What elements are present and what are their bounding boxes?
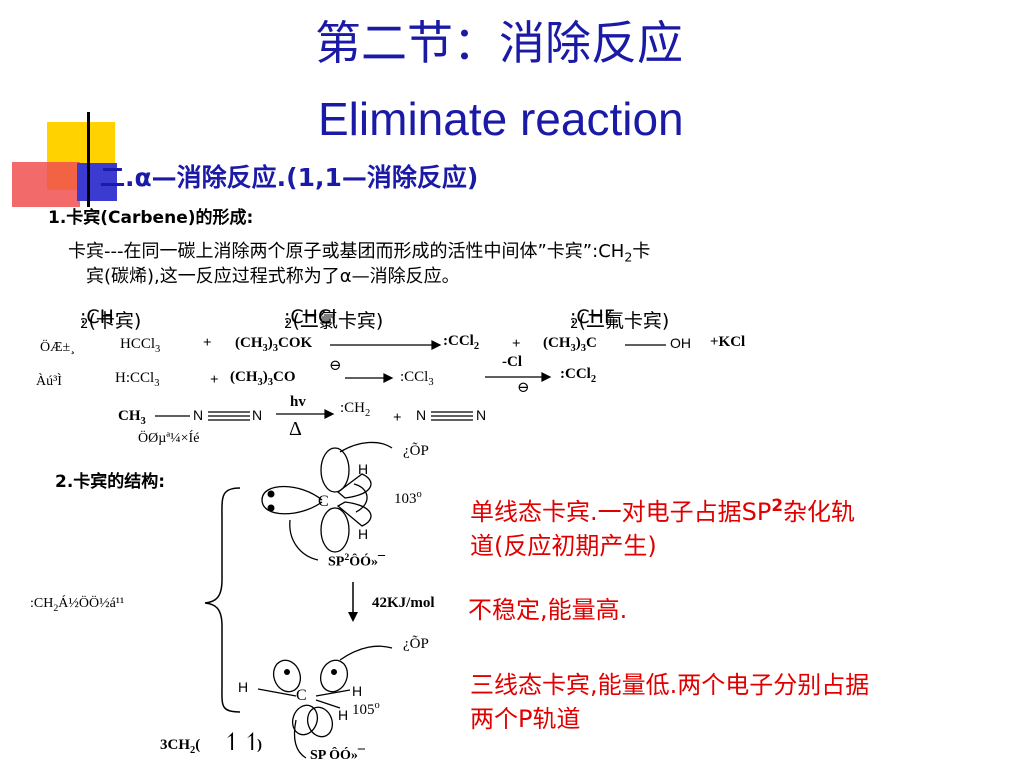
page-title: 第二节：消除反应	[315, 16, 683, 70]
r2-arrow-label: -Cl	[502, 354, 522, 370]
transition-arrowhead	[348, 612, 358, 622]
r1-arrowhead	[431, 340, 442, 350]
triplet-h-right: H	[352, 683, 363, 699]
r1-product: :CCl2	[443, 333, 480, 352]
definition-text-a: 卡宾---在同一碳上消除两个原子或基团而形成的活性中间体”卡宾”:CH	[68, 241, 625, 262]
empty-p-label-mid: ¿ÕP	[403, 636, 429, 652]
r3-n3: N	[416, 407, 427, 423]
r3-arrowhead	[324, 409, 335, 419]
triplet-bond-right	[315, 689, 351, 697]
r1-byproduct: (CH3)3C	[543, 335, 597, 354]
definition-line-1: 卡宾---在同一碳上消除两个原子或基团而形成的活性中间体”卡宾”:CH2卡	[68, 237, 650, 265]
decor-red-block	[12, 162, 80, 207]
side-label: :CH2Á½ÖÖ½á¹¹	[30, 596, 125, 614]
triplet-spin-arrows: ↿↿	[222, 730, 263, 756]
r3-n2: N	[252, 407, 263, 423]
singlet-sp2-lobe	[261, 485, 323, 515]
singlet-empty-p-pointer	[339, 441, 393, 453]
triplet-paren-right: )	[257, 737, 262, 753]
r1-oh: OH	[670, 335, 691, 351]
sp-hybrid-label: SP ÔÓ»¯	[310, 748, 365, 763]
r3-n4: N	[476, 407, 487, 423]
r2-arrowhead-1	[383, 373, 394, 383]
singlet-bond-lobe-2	[336, 501, 372, 527]
definition-text-b: 卡	[632, 241, 651, 262]
singlet-sp2-pointer	[289, 519, 319, 561]
empty-p-label-top: ¿ÕP	[403, 443, 429, 459]
sp2-hybrid-label: SP2ÔÓ»¯	[328, 552, 386, 570]
triplet-h-left: H	[238, 679, 249, 695]
singlet-carbon: C	[318, 493, 329, 510]
triplet-carbene	[257, 645, 393, 759]
r3-arrow-bottom: Δ	[289, 418, 302, 440]
triplet-formula: 3CH2(	[160, 737, 201, 756]
r1-kcl: +KCl	[710, 334, 746, 350]
triplet-p-lobe-2	[319, 659, 349, 693]
triplet-bond-left	[257, 688, 297, 697]
r2-label: Àú³Ì	[36, 374, 62, 389]
r1-label: ÖÆ±¸	[40, 340, 75, 355]
decor-vertical-line	[87, 112, 90, 207]
r2-base: (CH3)3CO	[230, 369, 296, 388]
r3-name: ÖØµª¼×Íé	[138, 431, 200, 446]
structure-brace	[204, 487, 241, 713]
r1-base: (CH3)3COK	[235, 335, 313, 354]
definition-line-2: 宾(碳烯),这一反应过程式称为了α—消除反应。	[86, 266, 460, 287]
section-heading: 二.α—消除反应.(1,1—消除反应)	[100, 163, 479, 192]
triplet-bond-lower	[315, 699, 341, 709]
page-subtitle-english: Eliminate reaction	[318, 93, 684, 145]
r2-plus: +	[210, 372, 219, 388]
item1-heading: 1.卡宾(Carbene)的形成:	[48, 208, 254, 228]
singlet-electron-1	[267, 490, 275, 498]
triplet-p-lobe-4	[306, 706, 334, 738]
definition-sub: 2	[624, 249, 633, 265]
singlet-carbene	[261, 441, 393, 561]
r3-n1: N	[193, 407, 204, 423]
r2-reactant: H:CCl3	[115, 370, 160, 389]
r3-product: :CH2	[340, 400, 371, 419]
triplet-angle: 105o	[352, 700, 380, 718]
triplet-electron-2	[331, 669, 337, 675]
triplet-electron-1	[284, 669, 290, 675]
r1-plus: +	[203, 335, 212, 351]
triplet-carbon: C	[296, 687, 307, 704]
singlet-electron-2	[267, 504, 275, 512]
triplet-p-lobe-1	[272, 659, 302, 693]
r2-minus-sign: ⊖	[329, 358, 342, 374]
triplet-empty-p-pointer	[339, 645, 393, 661]
unstable-note: 不稳定,能量高.	[468, 596, 628, 624]
singlet-p-lobe-bottom	[320, 507, 350, 553]
singlet-angle: 103o	[394, 489, 422, 507]
singlet-h-top: H	[358, 461, 369, 477]
singlet-note: 单线态卡宾.一对电子占据SP2杂化轨 道(反应初期产生)	[470, 495, 856, 560]
r2-intermediate: :CCl3	[400, 369, 434, 388]
triplet-sp-pointer	[293, 719, 307, 759]
r2-arrow-minus: ⊖	[517, 380, 530, 396]
singlet-h-bottom: H	[358, 526, 369, 542]
triplet-note: 三线态卡宾,能量低.两个电子分别占据 两个P轨道	[470, 671, 870, 733]
r3-arrow-top: hv	[290, 394, 306, 410]
triplet-h-lower: H	[338, 707, 349, 723]
r2-arrowhead-2	[541, 372, 552, 382]
r2-product: :CCl2	[560, 366, 597, 385]
decor-blue-block	[77, 163, 117, 201]
r1-plus2: +	[512, 336, 521, 352]
energy-label: 42KJ/mol	[372, 595, 435, 611]
r1-reactant: HCCl3	[120, 336, 161, 355]
r3-reactant: CH3	[118, 408, 146, 427]
triplet-p-lobe-3	[291, 704, 319, 736]
singlet-angle-arc	[353, 483, 368, 513]
singlet-bond-lobe-1	[336, 473, 372, 499]
r3-plus: +	[393, 410, 402, 426]
singlet-p-lobe-top	[320, 447, 350, 493]
item2-heading: 2.卡宾的结构:	[55, 472, 166, 492]
